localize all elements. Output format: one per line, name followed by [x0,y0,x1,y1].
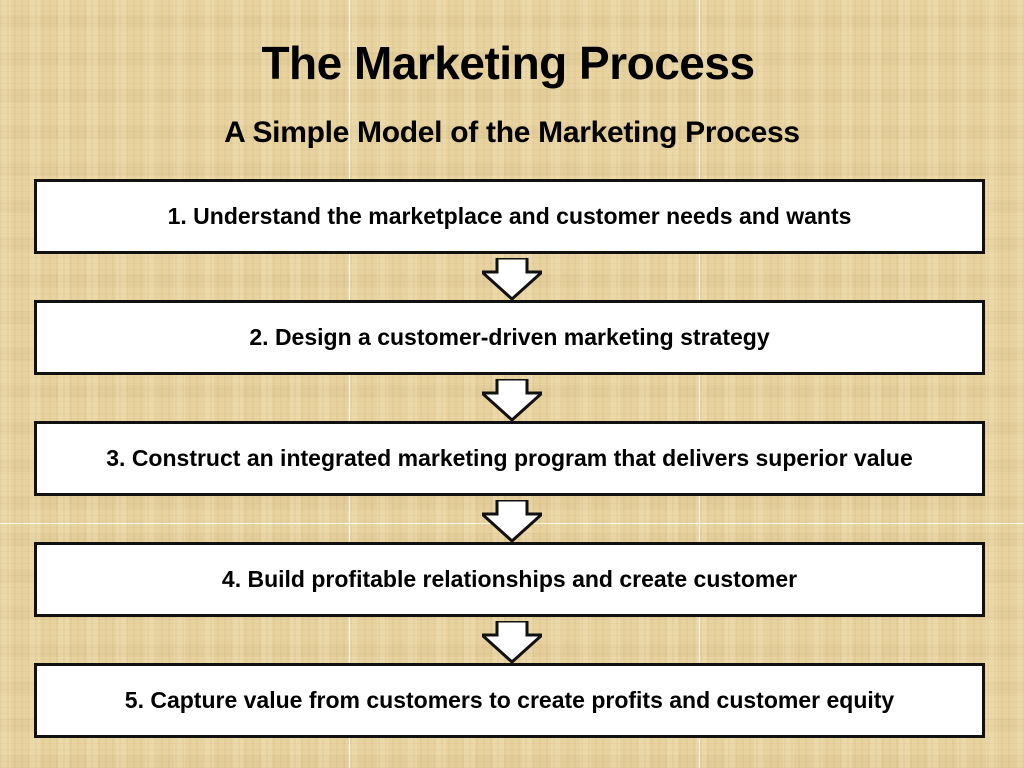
slide-subtitle: A Simple Model of the Marketing Process [224,116,800,149]
step-label: 1. Understand the marketplace and custom… [167,202,852,229]
down-arrow-icon [482,258,542,300]
process-step-5: 5. Capture value from customers to creat… [34,663,985,738]
down-arrow-icon [482,500,542,542]
process-step-3: 3. Construct an integrated marketing pro… [34,421,985,496]
down-arrow-icon [482,621,542,663]
process-step-1: 1. Understand the marketplace and custom… [34,179,985,254]
down-arrow-icon [482,379,542,421]
step-label: 3. Construct an integrated marketing pro… [106,444,913,471]
slide-title: The Marketing Process [261,37,755,89]
process-step-2: 2. Design a customer-driven marketing st… [34,300,985,375]
texture-seam [699,0,700,768]
step-label: 4. Build profitable relationships and cr… [221,565,798,592]
texture-seam [349,0,350,768]
step-label: 5. Capture value from customers to creat… [124,686,895,713]
process-step-4: 4. Build profitable relationships and cr… [34,542,985,617]
step-label: 2. Design a customer-driven marketing st… [249,323,770,350]
